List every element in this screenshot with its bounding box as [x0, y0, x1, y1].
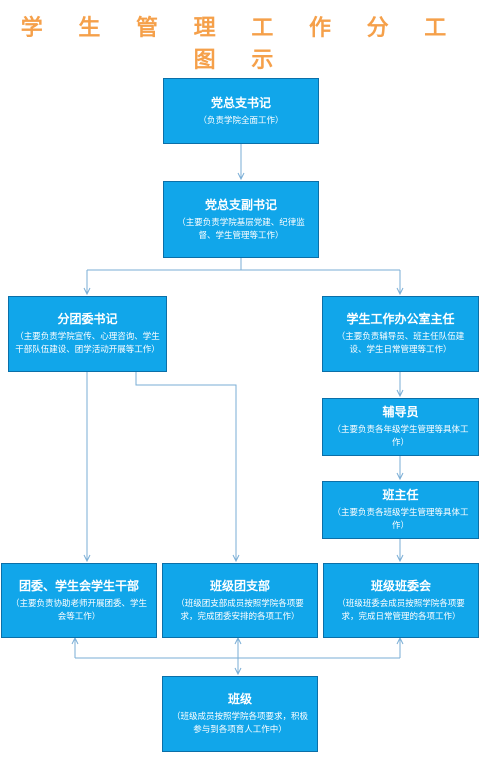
node-desc: （班级班委会成员按照学院各项要求，完成日常管理的各项工作）	[337, 598, 465, 622]
arrow-league-branch	[135, 372, 236, 561]
node-name: 辅导员	[382, 405, 419, 419]
node-name: 分团委书记	[57, 312, 118, 326]
node-party-secretary: 党总支书记 （负责学院全面工作）	[163, 78, 319, 144]
node-desc: （主要负责各班级学生管理等具体工作）	[332, 508, 469, 531]
node-office-director: 学生工作办公室主任 （主要负责辅导员、班主任队伍建设、学生日常管理等工作）	[322, 296, 479, 372]
node-desc: （主要负责学院宣传、心理咨询、学生干部队伍建设、团学活动开展等工作）	[15, 332, 160, 355]
node-name: 班级团支部	[209, 578, 270, 593]
node-desc: （主要负责辅导员、班主任队伍建设、学生日常管理等工作）	[336, 332, 465, 355]
node-desc: （主要负责协助老师开展团委、学生会等工作）	[10, 598, 147, 622]
node-name: 党总支副书记	[204, 197, 277, 212]
node-league-secretary: 分团委书记 （主要负责学院宣传、心理咨询、学生干部队伍建设、团学活动开展等工作）	[8, 296, 167, 372]
node-class: 班级 （班级成员按照学院各项要求，积极参与到各项育人工作中）	[162, 676, 318, 752]
node-counselor: 辅导员 （主要负责各年级学生管理等具体工作）	[322, 398, 479, 456]
node-desc: （负责学院全面工作）	[198, 115, 284, 126]
node-name: 班级	[227, 692, 252, 706]
node-desc: （主要负责各年级学生管理等具体工作）	[332, 425, 469, 448]
node-deputy-secretary: 党总支副书记 （主要负责学院基层党建、纪律监督、学生管理等工作）	[163, 181, 319, 258]
node-desc: （班级团支部成员按照学院各项要求，完成团委安排的各项工作）	[176, 598, 304, 622]
node-name: 党总支书记	[210, 95, 271, 110]
node-class-committee: 班级班委会 （班级班委会成员按照学院各项要求，完成日常管理的各项工作）	[323, 563, 479, 638]
node-head-teacher: 班主任 （主要负责各班级学生管理等具体工作）	[322, 481, 479, 539]
node-name: 学生工作办公室主任	[346, 312, 455, 326]
node-name: 班主任	[382, 488, 419, 502]
page-title: 学 生 管 理 工 作 分 工 图 示	[20, 16, 461, 73]
node-desc: （主要负责学院基层党建、纪律监督、学生管理等工作）	[177, 217, 305, 241]
node-name: 班级班委会	[370, 578, 431, 593]
node-student-union: 团委、学生会学生干部 （主要负责协助老师开展团委、学生会等工作）	[1, 563, 157, 638]
node-league-branch: 班级团支部 （班级团支部成员按照学院各项要求，完成团委安排的各项工作）	[162, 563, 318, 638]
node-desc: （班级成员按照学院各项要求，积极参与到各项育人工作中）	[171, 712, 308, 735]
node-name: 团委、学生会学生干部	[18, 578, 139, 593]
